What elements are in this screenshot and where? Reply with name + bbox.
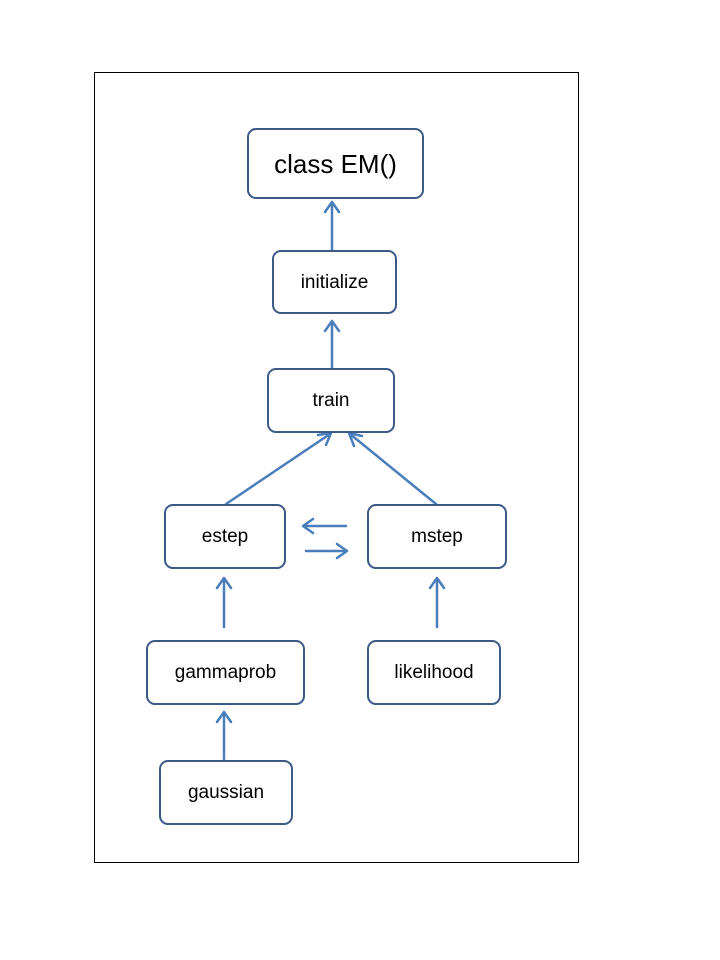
arrow-mstep-to-estep xyxy=(301,517,348,535)
node-initialize: initialize xyxy=(272,250,397,314)
arrow-initialize-to-em xyxy=(323,200,341,252)
arrow-estep-to-train xyxy=(224,431,333,506)
arrow-likelihood-to-mstep xyxy=(428,576,446,629)
arrow-gammaprob-to-estep xyxy=(215,576,233,629)
diagram-frame xyxy=(94,72,579,863)
node-likelihood: likelihood xyxy=(367,640,501,705)
node-class-em: class EM() xyxy=(247,128,424,199)
arrow-gaussian-to-gammaprob xyxy=(215,710,233,761)
node-train: train xyxy=(267,368,395,433)
arrow-estep-to-mstep xyxy=(304,542,349,560)
node-estep: estep xyxy=(164,504,286,569)
node-gammaprob: gammaprob xyxy=(146,640,305,705)
node-mstep: mstep xyxy=(367,504,507,569)
arrow-train-to-initialize xyxy=(323,319,341,370)
arrow-mstep-to-train xyxy=(347,431,438,506)
node-gaussian: gaussian xyxy=(159,760,293,825)
